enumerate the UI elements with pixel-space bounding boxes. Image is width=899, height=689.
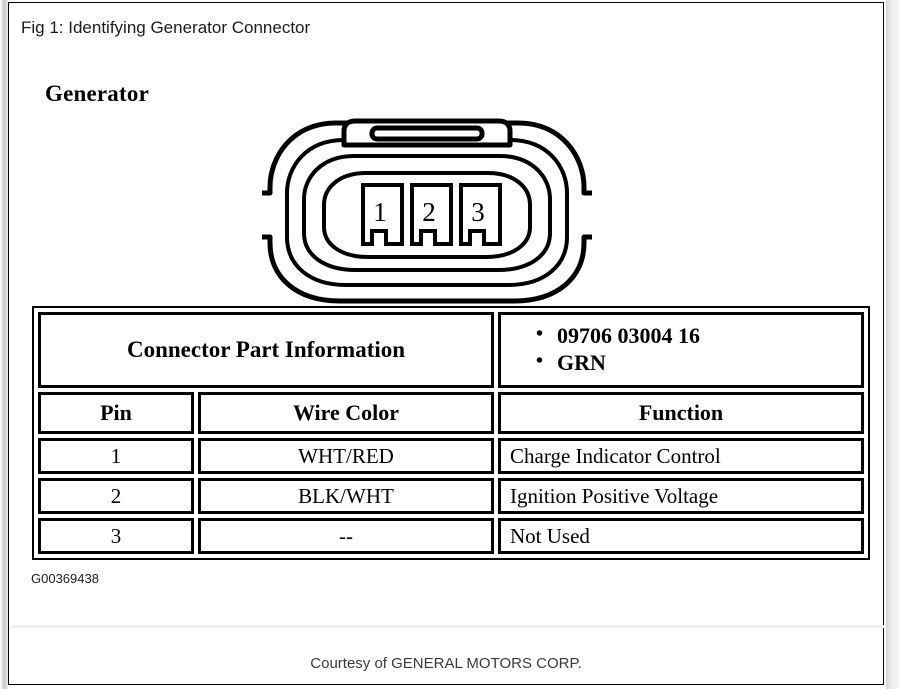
connector-latch-slot [369, 125, 485, 142]
figure-title: Fig 1: Identifying Generator Connector [21, 18, 311, 37]
courtesy-notice: Courtesy of GENERAL MOTORS CORP. [310, 655, 582, 672]
document-page: Fig 1: Identifying Generator Connector G… [8, 2, 884, 685]
part-color-item: GRN [536, 349, 855, 377]
cell-pin: 3 [38, 518, 194, 554]
connector-shell-ring-2 [285, 138, 569, 287]
cell-pin: 1 [38, 438, 194, 474]
connector-illustration-svg: 1 2 3 [262, 118, 592, 304]
table-row-part-information: Connector Part Information 09706 03004 1… [38, 312, 864, 388]
table-row: 1 WHT/RED Charge Indicator Control [38, 438, 864, 474]
page-gutter-right [886, 0, 899, 689]
connector-shell-ring-3 [302, 154, 552, 272]
column-header-pin: Pin [38, 392, 194, 434]
terminal-label-3: 3 [471, 197, 485, 227]
cell-wire-color: BLK/WHT [198, 478, 494, 514]
part-number-list: 09706 03004 16 GRN [505, 322, 855, 377]
connector-cavity-shell [322, 171, 532, 259]
table-row: 2 BLK/WHT Ignition Positive Voltage [38, 478, 864, 514]
cell-function: Not Used [498, 518, 864, 554]
cell-pin: 2 [38, 478, 194, 514]
column-header-wire-color: Wire Color [198, 392, 494, 434]
image-reference-code: G00369438 [31, 571, 99, 586]
part-number-item: 09706 03004 16 [536, 322, 855, 350]
page-gutter-left [0, 0, 8, 689]
terminal-label-2: 2 [422, 197, 436, 227]
footer-divider [10, 625, 884, 628]
terminal-cavity-2: 2 [410, 183, 453, 246]
cell-wire-color: -- [198, 518, 494, 554]
section-heading: Generator [45, 81, 149, 106]
terminal-cavity-3: 3 [459, 183, 502, 246]
terminal-cavity-1: 1 [361, 183, 404, 246]
cell-wire-color: WHT/RED [198, 438, 494, 474]
cell-function: Ignition Positive Voltage [498, 478, 864, 514]
part-information-label: Connector Part Information [38, 312, 494, 388]
terminal-label-1: 1 [373, 197, 387, 227]
connector-pinout-table: Connector Part Information 09706 03004 1… [32, 306, 870, 560]
part-information-values: 09706 03004 16 GRN [498, 312, 864, 388]
connector-outer-shell [262, 120, 592, 304]
table-row: 3 -- Not Used [38, 518, 864, 554]
connector-diagram: 1 2 3 [262, 109, 592, 309]
column-header-function: Function [498, 392, 864, 434]
cell-function: Charge Indicator Control [498, 438, 864, 474]
table-header-row: Pin Wire Color Function [38, 392, 864, 434]
